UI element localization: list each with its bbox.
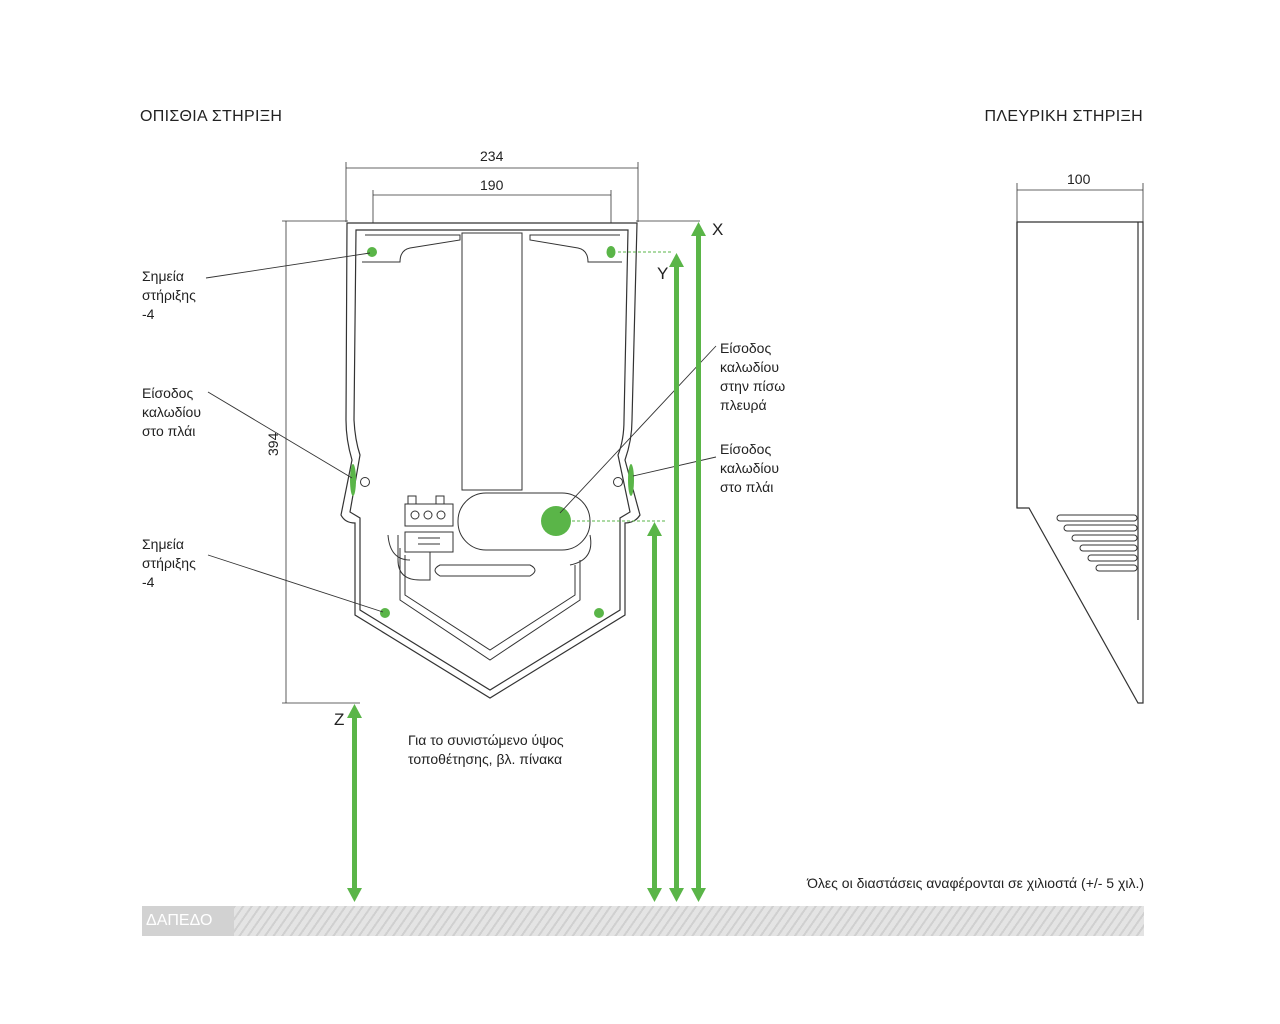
central-channel (461, 232, 523, 491)
side-vents (1056, 514, 1138, 572)
floor-strip: ΔΑΠΕΔΟ (142, 906, 1144, 936)
side-depth-label: 100 (1067, 171, 1091, 187)
green-markers (350, 246, 634, 618)
axis-z-label: Z (334, 710, 345, 729)
label-line: στην πίσω (720, 378, 786, 394)
label-line: Είσοδος (720, 441, 772, 457)
label-line: πλευρά (720, 397, 767, 413)
dimension-lines (282, 162, 1144, 704)
label-line: Σημεία (142, 268, 184, 284)
outer-width-label: 234 (480, 148, 504, 164)
units-note: Όλες οι διαστάσεις αναφέρονται σε χιλιοσ… (807, 875, 1144, 891)
label-line: στο πλάι (720, 479, 774, 495)
mount-point-top-right (606, 246, 616, 258)
cable-entry-rear (541, 506, 571, 536)
recommended-height-note: Για το συνιστώμενο ύψος τοποθέτησης, βλ.… (408, 731, 564, 769)
mount-point-bottom-right (594, 608, 604, 618)
dryer-side-outline (1016, 221, 1144, 704)
side-holes (360, 477, 623, 487)
reference-dashes (572, 251, 672, 522)
label-line: -4 (142, 574, 155, 590)
label-line: Είσοδος (142, 385, 194, 401)
label-cable-side-right: Είσοδος καλωδίου στο πλάι (720, 440, 779, 497)
label-line: Είσοδος (720, 340, 772, 356)
label-line: στο πλάι (142, 423, 196, 439)
terminal-block (404, 495, 454, 553)
cable-entry-left (350, 464, 356, 496)
label-line: Σημεία (142, 536, 184, 552)
height-arrows (347, 222, 706, 902)
label-line: στήριξης (142, 287, 196, 303)
mount-point-top-left (367, 247, 377, 257)
mount-point-bottom-left (380, 608, 390, 618)
label-cable-rear: Είσοδος καλωδίου στην πίσω πλευρά (720, 339, 785, 415)
cable-entry-right (628, 464, 634, 496)
rear-mount-title: ΟΠΙΣΘΙΑ ΣΤΗΡΙΞΗ (140, 108, 283, 125)
axis-x-label: X (712, 220, 724, 239)
axis-y-label: Y (657, 264, 669, 283)
label-mount-top: Σημεία στήριξης -4 (142, 267, 196, 324)
height-label: 394 (265, 432, 281, 456)
label-line: καλωδίου (720, 460, 779, 476)
label-line: στήριξης (142, 555, 196, 571)
note-line: τοποθέτησης, βλ. πίνακα (408, 751, 563, 767)
floor-label: ΔΑΠΕΔΟ (142, 906, 234, 936)
label-mount-bottom: Σημεία στήριξης -4 (142, 535, 196, 592)
label-cable-side-left: Είσοδος καλωδίου στο πλάι (142, 384, 201, 441)
note-line: Για το συνιστώμενο ύψος (408, 732, 564, 748)
inner-width-label: 190 (480, 177, 504, 193)
label-line: -4 (142, 306, 155, 322)
top-bracket (362, 234, 622, 263)
side-mount-title: ΠΛΕΥΡΙΚΗ ΣΤΗΡΙΞΗ (984, 108, 1143, 125)
label-line: καλωδίου (720, 359, 779, 375)
label-line: καλωδίου (142, 404, 201, 420)
